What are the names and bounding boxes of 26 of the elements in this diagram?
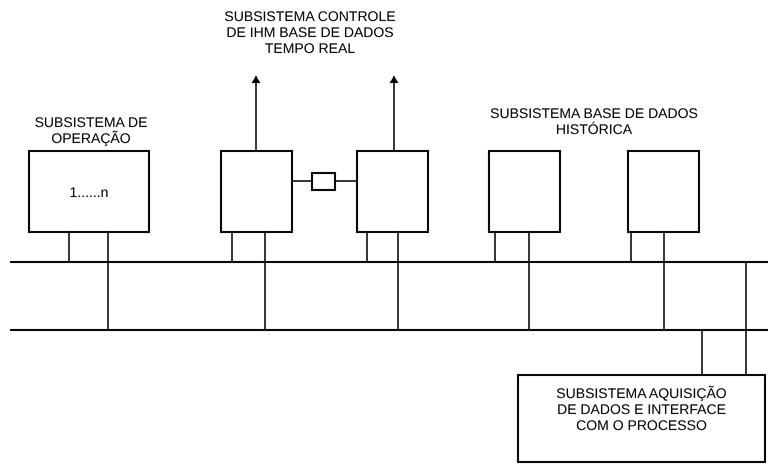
connector-line (336, 180, 356, 182)
range-text: 1......n (70, 184, 108, 200)
module-box (356, 150, 429, 233)
connector-line (630, 233, 632, 261)
connector-line (745, 263, 747, 374)
connector-line (397, 233, 399, 329)
subsystem-title: SUBSISTEMA DE OPERAÇÃO (34, 114, 148, 146)
subsystem-title: SUBSISTEMA CONTROLE DE IHM BASE DE DADOS TEMPO REAL (223, 8, 397, 56)
module-box (220, 150, 293, 233)
connector-line (107, 233, 109, 329)
module-box (311, 172, 336, 191)
arrow (390, 76, 398, 150)
module-box (627, 150, 700, 233)
arrow (252, 76, 260, 150)
connector-line (68, 233, 70, 261)
connector-line (264, 233, 266, 329)
module-box (488, 150, 561, 233)
connector-line (231, 233, 233, 261)
subsystem-title: SUBSISTEMA BASE DE DADOS HISTÓRICA (489, 105, 699, 137)
connector-line (663, 233, 665, 329)
connector-line (366, 233, 368, 261)
connector-line (701, 331, 703, 374)
connector-line (293, 180, 311, 182)
subsystem-title: SUBSISTEMA AQUISIÇÃO DE DADOS E INTERFACE COM O PROCESSO (555, 384, 728, 432)
connector-line (494, 233, 496, 261)
connector-line (528, 233, 530, 329)
